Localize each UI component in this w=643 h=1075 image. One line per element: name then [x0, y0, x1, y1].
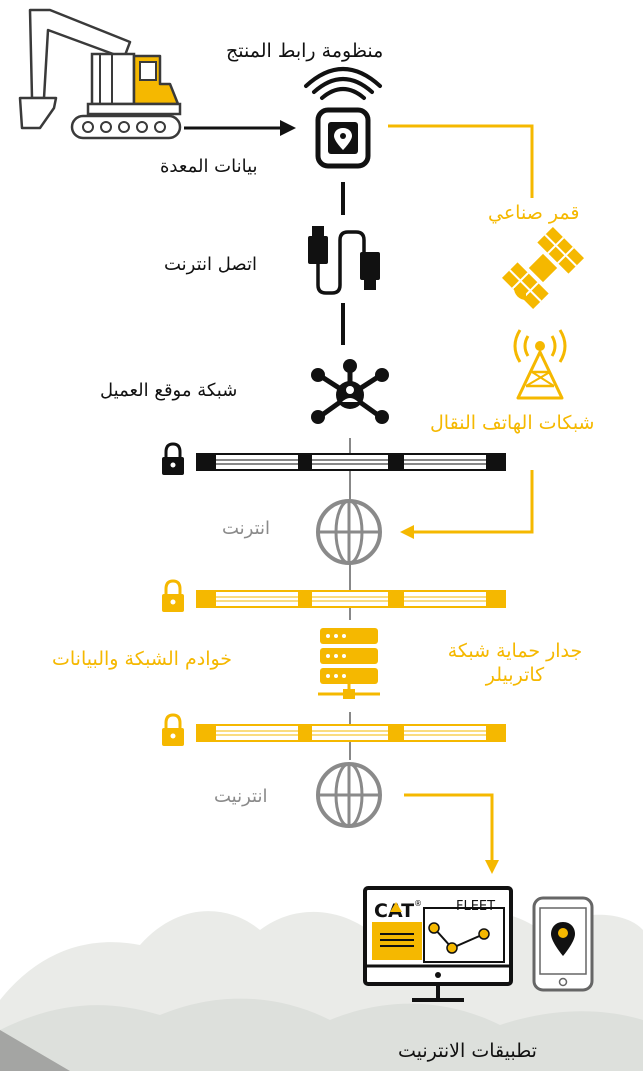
network-hub-icon: [311, 359, 389, 424]
internet-connection-label: اتصل انترنت: [164, 254, 258, 275]
internet-label-2: انترنيت: [214, 786, 268, 807]
product-link-label: منظومة رابط المنتج: [226, 40, 384, 62]
globe-icon: [316, 762, 382, 828]
lock-icon: [162, 579, 184, 612]
usb-cable-icon: [308, 226, 380, 295]
network-data-servers-label: خوادم الشبكة والبيانات: [52, 648, 233, 670]
apps-arrow: [404, 793, 499, 874]
lock-icon: [162, 442, 184, 475]
cat-firewall-bar: [196, 712, 506, 760]
cat-logo: CAT ®: [374, 899, 422, 922]
customer-network-label: شبكة موقع العميل: [100, 380, 238, 401]
cell-tower-icon: [513, 329, 567, 400]
registered-mark: ®: [414, 899, 422, 908]
lock-icon: [162, 713, 184, 746]
internet-label-1: انترنت: [222, 518, 271, 539]
cellular-networks-label: شبكات الهاتف النقال: [430, 412, 595, 434]
satellite-label: قمر صناعي: [488, 202, 580, 224]
excavator-icon: [18, 8, 182, 140]
satellite-dish-icon: [514, 288, 526, 300]
location-pin-icon: [551, 922, 575, 956]
equipment-arrow: [184, 120, 296, 136]
cat-firewall-bar: [196, 578, 506, 620]
satellite-icon: [501, 226, 585, 310]
equipment-data-label: بيانات المعدة: [160, 156, 258, 177]
globe-icon: [316, 486, 382, 578]
server-icon: [318, 628, 380, 699]
cat-firewall-label: جدار حماية شبكة كاتربيلر: [447, 640, 583, 686]
fleet-label: FLEET: [456, 899, 495, 914]
web-apps-label: تطبيقات الانترنيت: [398, 1040, 537, 1062]
customer-firewall-bar: [196, 438, 506, 486]
wireless-path: [388, 124, 534, 539]
product-link-device-icon: [304, 67, 382, 169]
